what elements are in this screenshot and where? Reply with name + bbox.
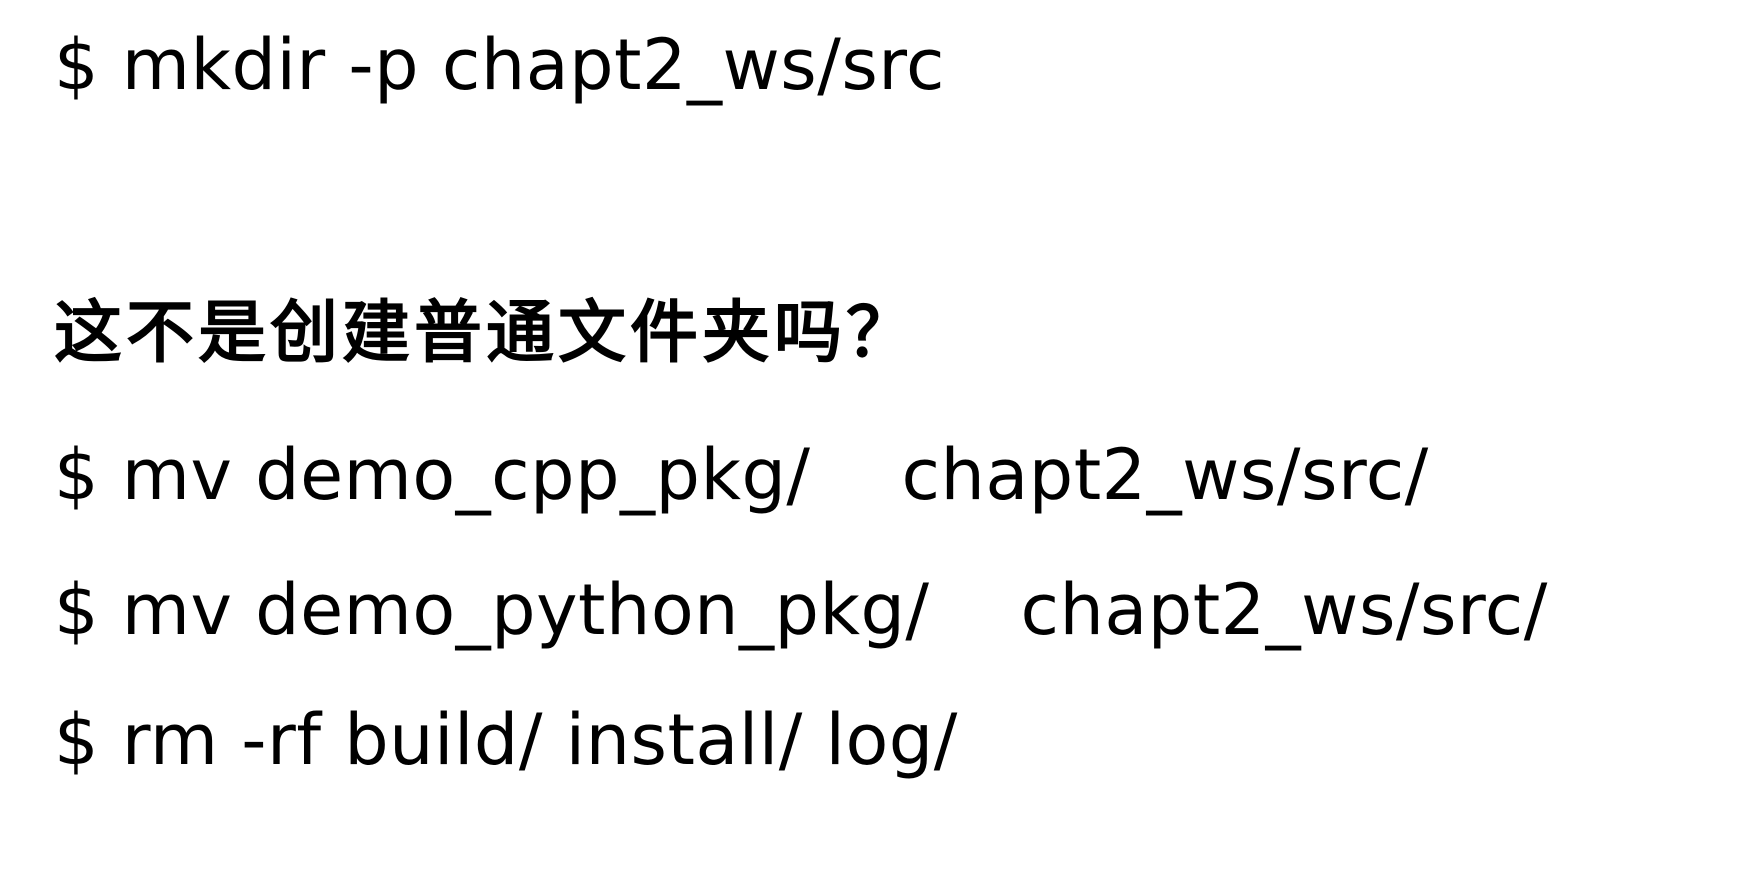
command-mkdir: $ mkdir -p chapt2_ws/src — [54, 24, 946, 106]
question-text: 这不是创建普通文件夹吗？ — [54, 294, 919, 373]
command-mv-cpp: $ mv demo_cpp_pkg/ chapt2_ws/src/ — [54, 434, 1429, 516]
command-mv-python: $ mv demo_python_pkg/ chapt2_ws/src/ — [54, 569, 1548, 651]
command-rm: $ rm -rf build/ install/ log/ — [54, 699, 958, 781]
